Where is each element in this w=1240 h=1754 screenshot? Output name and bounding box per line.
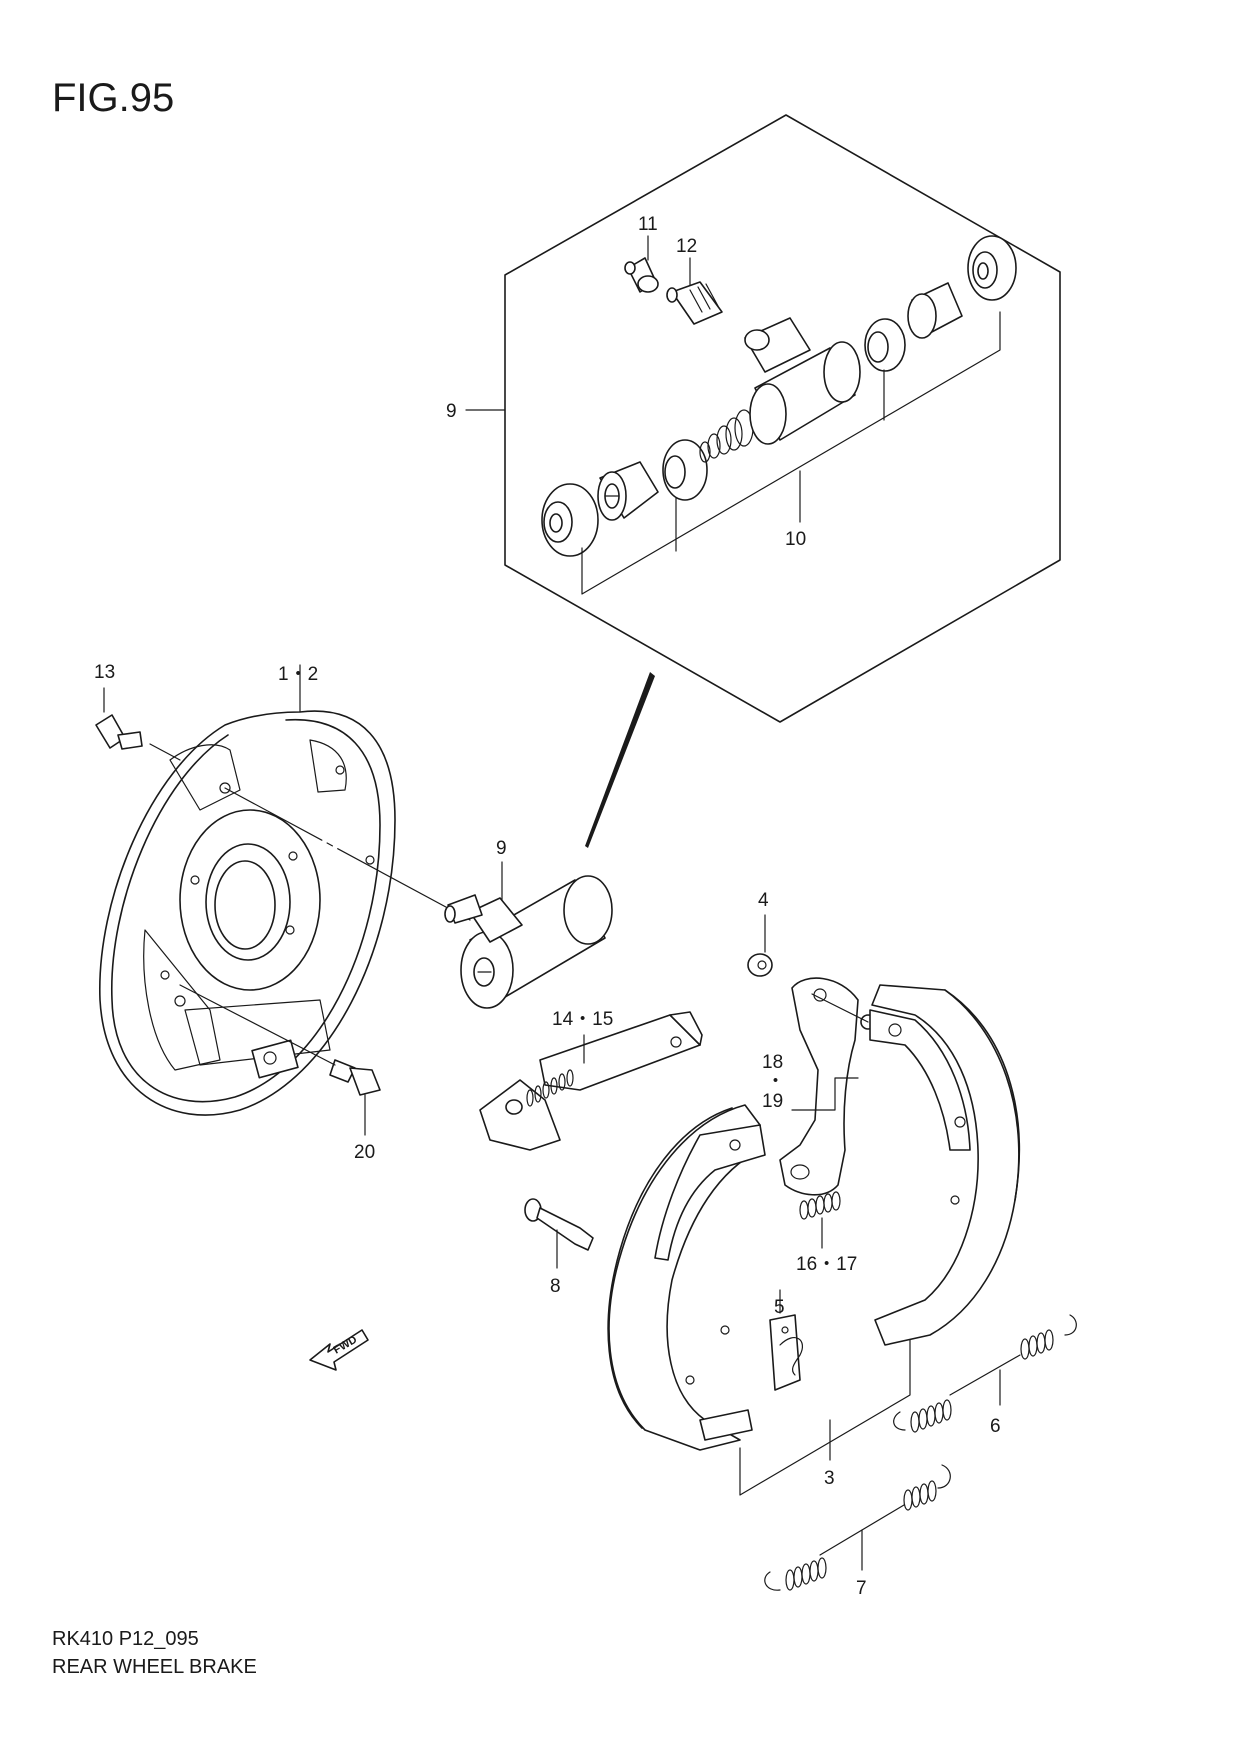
brake-shoe-left	[607, 1104, 766, 1451]
callout-9-inset: 9	[446, 401, 457, 422]
callout-18: 18	[762, 1052, 783, 1073]
boot-left	[541, 483, 599, 557]
lever-spring	[799, 1191, 841, 1249]
return-spring-lower	[764, 1464, 951, 1591]
piston-left	[597, 461, 659, 521]
callout-4: 4	[758, 890, 769, 911]
callout-labels: 11 12 9 10 13 1・2 9 4 14・15 18 ・ 19 20 1…	[94, 214, 1001, 1599]
bleeder-screw	[666, 281, 723, 325]
callout-16-17: 16・17	[796, 1254, 857, 1275]
callout-1-2: 1・2	[278, 664, 318, 685]
cylinder-body	[744, 317, 861, 445]
bracket-10	[581, 311, 1001, 595]
washer-4	[747, 914, 773, 977]
callout-8: 8	[550, 1276, 561, 1297]
figure-title: FIG.95	[52, 76, 175, 120]
callout-14-15: 14・15	[552, 1009, 613, 1030]
adjuster-lever	[479, 1011, 703, 1151]
callout-12: 12	[676, 236, 697, 257]
forward-direction-arrow: FWD	[309, 1329, 369, 1371]
callout-7: 7	[856, 1578, 867, 1599]
cup-right	[864, 318, 906, 372]
callout-9-cylinder: 9	[496, 838, 507, 859]
bolt-13	[95, 687, 181, 761]
bolt-20	[179, 984, 381, 1136]
mounting-axis-line	[224, 787, 471, 921]
backing-plate	[99, 710, 396, 1116]
callout-18-19-dot: ・	[766, 1071, 785, 1092]
hold-down-spring-clip	[769, 1289, 803, 1391]
bleeder-cap	[624, 257, 659, 293]
wheel-cylinder-exploded-inset	[465, 114, 1061, 848]
wheel-cylinder-assembly	[444, 861, 613, 1009]
callout-10: 10	[785, 529, 806, 550]
bracket-3	[739, 1339, 911, 1496]
boot-right	[967, 235, 1017, 301]
callout-3: 3	[824, 1468, 835, 1489]
inset-pointer	[585, 672, 655, 848]
cylinder-spring	[699, 409, 754, 463]
callout-13: 13	[94, 662, 115, 683]
callout-6: 6	[990, 1416, 1001, 1437]
figure-name: REAR WHEEL BRAKE	[52, 1656, 257, 1678]
callout-19: 19	[762, 1091, 783, 1112]
figure-code: RK410 P12_095	[52, 1628, 199, 1650]
callout-5: 5	[774, 1297, 785, 1318]
parking-brake-lever	[779, 977, 876, 1196]
callout-20: 20	[354, 1142, 375, 1163]
return-spring-upper	[893, 1314, 1077, 1433]
hold-down-pin	[524, 1198, 594, 1269]
piston-right	[907, 282, 963, 339]
callout-11: 11	[638, 214, 658, 235]
inset-hexagon-frame	[504, 114, 1061, 723]
brake-shoe-right	[869, 984, 1021, 1346]
cup-left	[662, 439, 708, 501]
